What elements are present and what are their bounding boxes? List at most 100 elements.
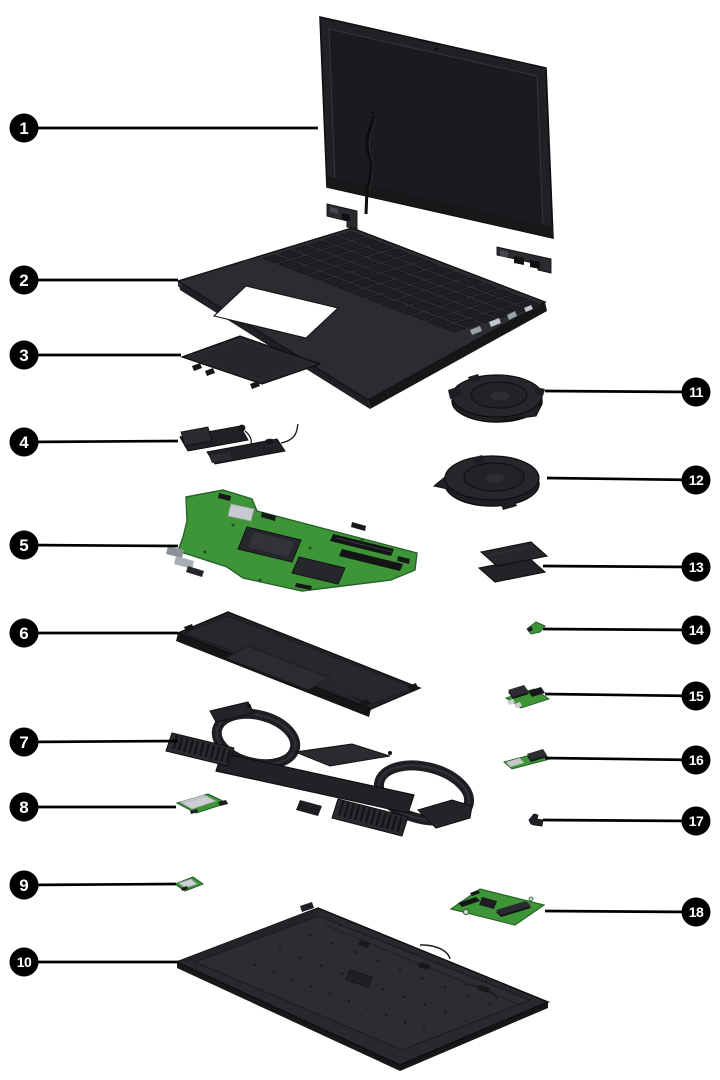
side-port	[489, 318, 501, 327]
callout-line	[544, 756, 697, 762]
callout-circle	[9, 618, 39, 648]
callout-circle	[681, 897, 711, 927]
callout-14: 14	[542, 615, 711, 645]
callout-9: 9	[9, 870, 177, 900]
callout-1: 1	[9, 113, 318, 143]
callout-number: 9	[19, 876, 28, 895]
callout-number: 13	[689, 559, 704, 575]
callout-number: 17	[689, 813, 704, 829]
speaker-grille-arc	[419, 944, 451, 960]
callout-15: 15	[544, 681, 711, 711]
part-heat-sink	[165, 701, 475, 837]
part-speakers	[179, 423, 299, 465]
webcam-dot	[434, 47, 438, 51]
callout-circle	[681, 552, 711, 582]
side-port	[507, 311, 517, 320]
callout-number: 1	[19, 119, 28, 138]
callout-2: 2	[9, 265, 178, 295]
callout-circle	[9, 792, 39, 822]
side-port	[524, 305, 533, 312]
part-wlan-module	[175, 793, 229, 814]
callout-line	[23, 739, 179, 744]
part-touchpad	[180, 335, 322, 389]
callout-line	[23, 543, 179, 548]
part-bracket	[528, 813, 544, 827]
touchpad-cutout	[212, 285, 340, 339]
callout-10: 10	[9, 947, 179, 977]
callout-7: 7	[9, 727, 179, 757]
shield	[227, 503, 255, 522]
part-connector-board-1	[504, 685, 551, 709]
callout-line	[544, 389, 697, 394]
callout-circle	[9, 947, 39, 977]
callout-11: 11	[544, 377, 711, 407]
callout-number: 16	[689, 752, 704, 768]
side-port	[470, 326, 482, 335]
callout-5: 5	[9, 530, 179, 560]
callout-line	[542, 564, 697, 569]
memory-slot	[339, 549, 403, 571]
callout-number: 4	[19, 433, 29, 452]
part-display-assembly	[319, 15, 554, 274]
callout-circle	[9, 113, 39, 143]
callout-12: 12	[546, 465, 711, 495]
callout-17: 17	[542, 806, 711, 836]
callout-number: 12	[689, 472, 704, 488]
part-system-board	[166, 489, 418, 592]
part-connector-board-2	[502, 749, 552, 770]
keyboard-keys	[261, 231, 543, 333]
callout-number: 11	[689, 384, 704, 400]
callout-number: 3	[19, 346, 28, 365]
callout-6: 6	[9, 618, 178, 648]
callout-13: 13	[542, 552, 711, 582]
callout-line	[544, 909, 697, 914]
callout-18: 18	[544, 897, 711, 927]
callout-circle	[681, 681, 711, 711]
part-fan-2	[432, 455, 540, 510]
callout-number: 10	[17, 954, 32, 970]
callout-line	[542, 818, 697, 823]
part-io-board	[449, 888, 546, 926]
callout-circle	[681, 806, 711, 836]
callout-circle	[9, 727, 39, 757]
callout-line	[546, 476, 697, 482]
part-bottom-cover	[175, 902, 550, 1071]
callout-circle	[681, 615, 711, 645]
callout-number: 6	[19, 624, 28, 643]
battery-label	[225, 645, 331, 691]
callout-circle	[681, 377, 711, 407]
callout-circle	[9, 530, 39, 560]
callout-circle	[9, 265, 39, 295]
callout-number: 15	[689, 688, 704, 704]
callout-line	[23, 439, 179, 444]
callout-number: 8	[19, 798, 28, 817]
callout-line	[544, 692, 697, 698]
callout-circle	[9, 870, 39, 900]
callout-number: 2	[19, 271, 28, 290]
callout-4: 4	[9, 427, 179, 457]
callout-line	[542, 627, 697, 632]
callout-number: 7	[19, 733, 28, 752]
part-fan-1	[448, 374, 545, 423]
display-cable	[364, 115, 376, 215]
callout-circle	[681, 745, 711, 775]
callout-circle	[9, 427, 39, 457]
callout-circle	[9, 340, 39, 370]
gpu-chip	[291, 556, 346, 585]
callout-number: 18	[689, 904, 704, 920]
callout-number: 14	[689, 622, 704, 638]
part-memory-modules	[477, 541, 549, 583]
callout-number: 5	[19, 536, 28, 555]
callout-line	[23, 882, 177, 887]
part-battery	[176, 611, 422, 717]
callout-16: 16	[544, 745, 711, 775]
part-ssd-module	[173, 876, 205, 892]
callout-8: 8	[9, 792, 176, 822]
callout-circle	[681, 465, 711, 495]
part-top-cover-keyboard	[176, 227, 547, 409]
callout-3: 3	[9, 340, 181, 370]
part-small-board	[526, 621, 546, 635]
